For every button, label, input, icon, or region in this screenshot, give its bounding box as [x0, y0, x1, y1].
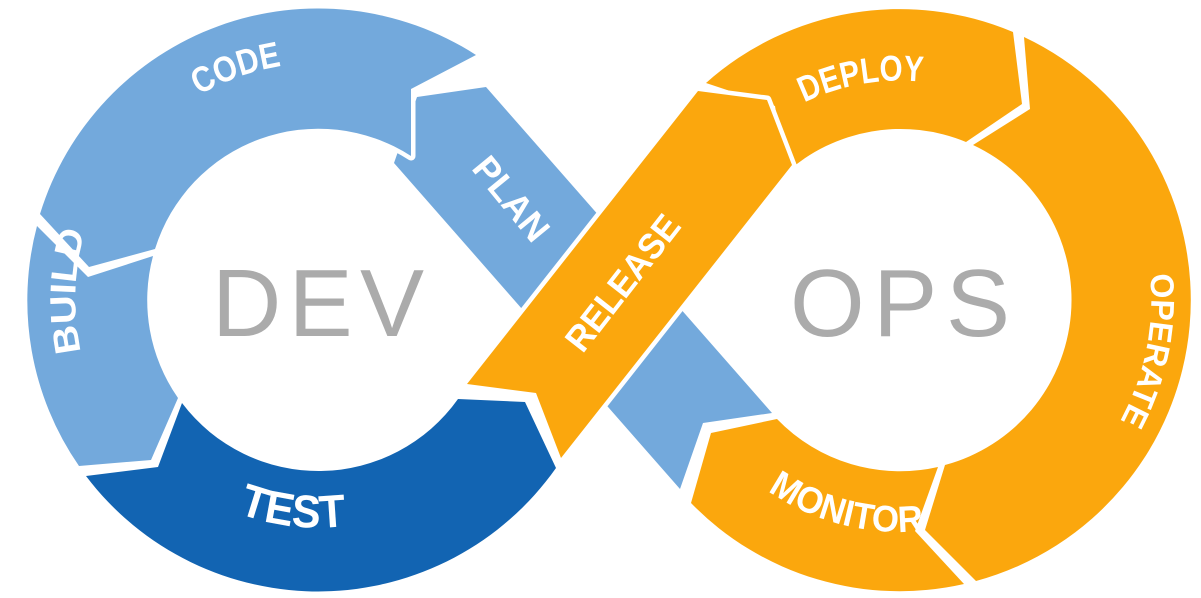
ops-center-label: OPS — [790, 250, 1010, 357]
code-segment — [35, 3, 481, 272]
dev-center-label: DEV — [212, 250, 424, 357]
monitor-segment — [686, 414, 969, 596]
deploy-segment — [701, 4, 1027, 178]
operate-segment — [920, 32, 1196, 586]
test-segment — [81, 394, 561, 596]
build-segment — [22, 221, 183, 471]
release-band-segment — [462, 86, 797, 463]
